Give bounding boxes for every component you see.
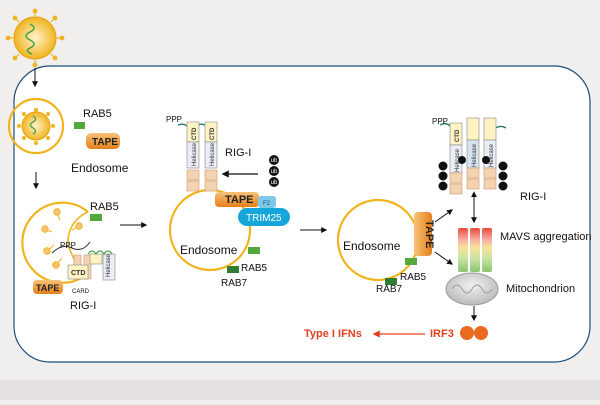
- rig-i-oligomer: [438, 117, 508, 195]
- endosome2-ctd-label: CTD: [71, 270, 85, 277]
- endosome2-rig-i-label: RIG-I: [70, 300, 96, 312]
- endosome4-helicase-label-1: Helicase: [455, 148, 461, 172]
- mavs-aggregation-label: MAVS aggregation: [500, 231, 592, 243]
- endosome3-ctd-label-1: CTD: [192, 127, 198, 140]
- endosome4-rig-i-label: RIG-I: [520, 191, 546, 203]
- trim25-label: TRIM25: [246, 213, 282, 224]
- endosome4-ctd-label: CTD: [455, 129, 461, 142]
- endosome3-rig-i-label: RIG-I: [225, 147, 251, 159]
- endosome4-label: Endosome: [343, 239, 401, 253]
- virus-particle: [5, 8, 65, 68]
- endosome2-rab5-label: RAB5: [90, 201, 119, 213]
- endosome3-helicase-label-1: Helicase: [192, 142, 198, 166]
- tape-mavs-arrow: [434, 251, 453, 265]
- endosome3-rab7-label: RAB7: [221, 278, 248, 289]
- ub-label-3: ub: [271, 180, 278, 186]
- endosome2-tape-label: TAPE: [36, 283, 59, 293]
- endosome4-helicase-label-3: Helicase: [489, 143, 495, 167]
- endosome4-rab7-label: RAB7: [376, 284, 403, 295]
- endosome2-card-label: CARD: [72, 289, 90, 295]
- endosome4-helicase-label-2: Helicase: [472, 143, 478, 167]
- endosome3-rab5-label: RAB5: [241, 263, 268, 274]
- endosome3-tape-label: TAPE: [225, 194, 254, 206]
- f2-label: F2: [263, 201, 271, 207]
- mitochondrion-label: Mitochondrion: [506, 283, 575, 295]
- endosome2-ppp-label: PPP: [60, 241, 76, 250]
- endosome1-rab5-label: RAB5: [83, 108, 112, 120]
- ub-label-1: ub: [271, 158, 278, 164]
- type-i-ifns-label: Type I IFNs: [304, 328, 362, 340]
- bottom-band: [0, 380, 600, 400]
- tape-rig-i-arrow: [434, 209, 453, 223]
- irf3-dimer: [460, 326, 488, 340]
- endosome4-ppp-label: PPP: [432, 117, 448, 126]
- endosome1-tape-label: TAPE: [92, 137, 118, 148]
- endosome1-label: Endosome: [71, 161, 129, 175]
- endosome2-helicase-label: Helicase: [106, 253, 112, 277]
- endosome4-tape-label: TAPE: [423, 220, 435, 249]
- endosome-4: [336, 198, 432, 285]
- endosome-3: [168, 121, 290, 273]
- endosome-2: [21, 201, 116, 294]
- endosome3-ppp-label: PPP: [166, 115, 182, 124]
- endosome4-rab5-label: RAB5: [400, 272, 427, 283]
- endosome3-label: Endosome: [180, 243, 238, 257]
- ub-label-2: ub: [271, 169, 278, 175]
- mitochondrion: [445, 272, 499, 306]
- irf3-label: IRF3: [430, 328, 454, 340]
- mavs-aggregate: [458, 228, 492, 272]
- endosome-1: [7, 97, 120, 155]
- endosome3-helicase-label-2: Helicase: [210, 142, 216, 166]
- endosome3-ctd-label-2: CTD: [210, 127, 216, 140]
